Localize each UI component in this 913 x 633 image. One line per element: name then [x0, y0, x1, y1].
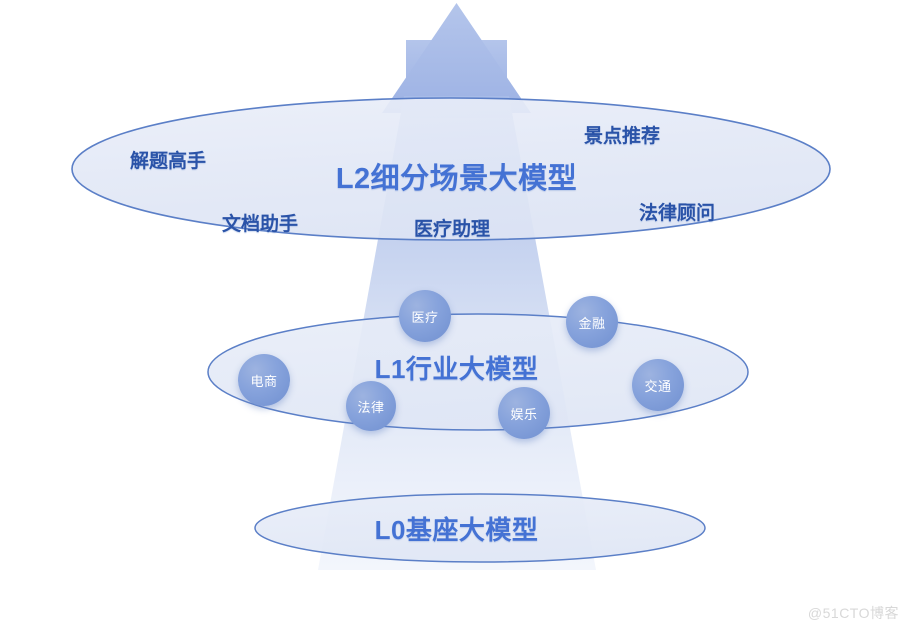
scene-tag-falvguwen: 法律顾问 [639, 203, 716, 224]
upward-growth-arrow [318, 3, 596, 570]
watermark-text: @51CTO博客 [807, 605, 899, 621]
industry-bubble-label: 金融 [578, 315, 606, 331]
industry-bubble-yule[interactable]: 娱乐 [498, 387, 550, 439]
scene-tag-yiliaozhuli: 医疗助理 [414, 219, 491, 240]
l0-layer-title: L0基座大模型 [374, 515, 539, 545]
l1-layer-title: L1行业大模型 [374, 354, 539, 384]
l2-ellipse [71, 97, 831, 241]
l0-ellipse [254, 493, 706, 563]
industry-bubble-label: 电商 [250, 373, 278, 389]
scene-tag-jingdiantuijian: 景点推荐 [584, 126, 661, 147]
industry-bubble-label: 娱乐 [510, 406, 538, 422]
industry-bubble-label: 交通 [644, 378, 672, 394]
industry-bubble-label: 法律 [357, 399, 385, 415]
industry-bubble-jinrong[interactable]: 金融 [566, 296, 618, 348]
industry-bubble-yiliao[interactable]: 医疗 [399, 290, 451, 342]
industry-bubble-falv[interactable]: 法律 [346, 381, 396, 431]
l2-layer-title: L2细分场景大模型 [335, 163, 578, 195]
l1-ellipse [207, 313, 749, 431]
industry-bubble-jiaotong[interactable]: 交通 [632, 359, 684, 411]
industry-bubble-dianshang[interactable]: 电商 [238, 354, 290, 406]
scene-tag-wendangzhushou: 文档助手 [222, 214, 299, 235]
scene-tag-jietigaoshou: 解题高手 [130, 151, 207, 172]
industry-bubble-label: 医疗 [411, 309, 439, 325]
